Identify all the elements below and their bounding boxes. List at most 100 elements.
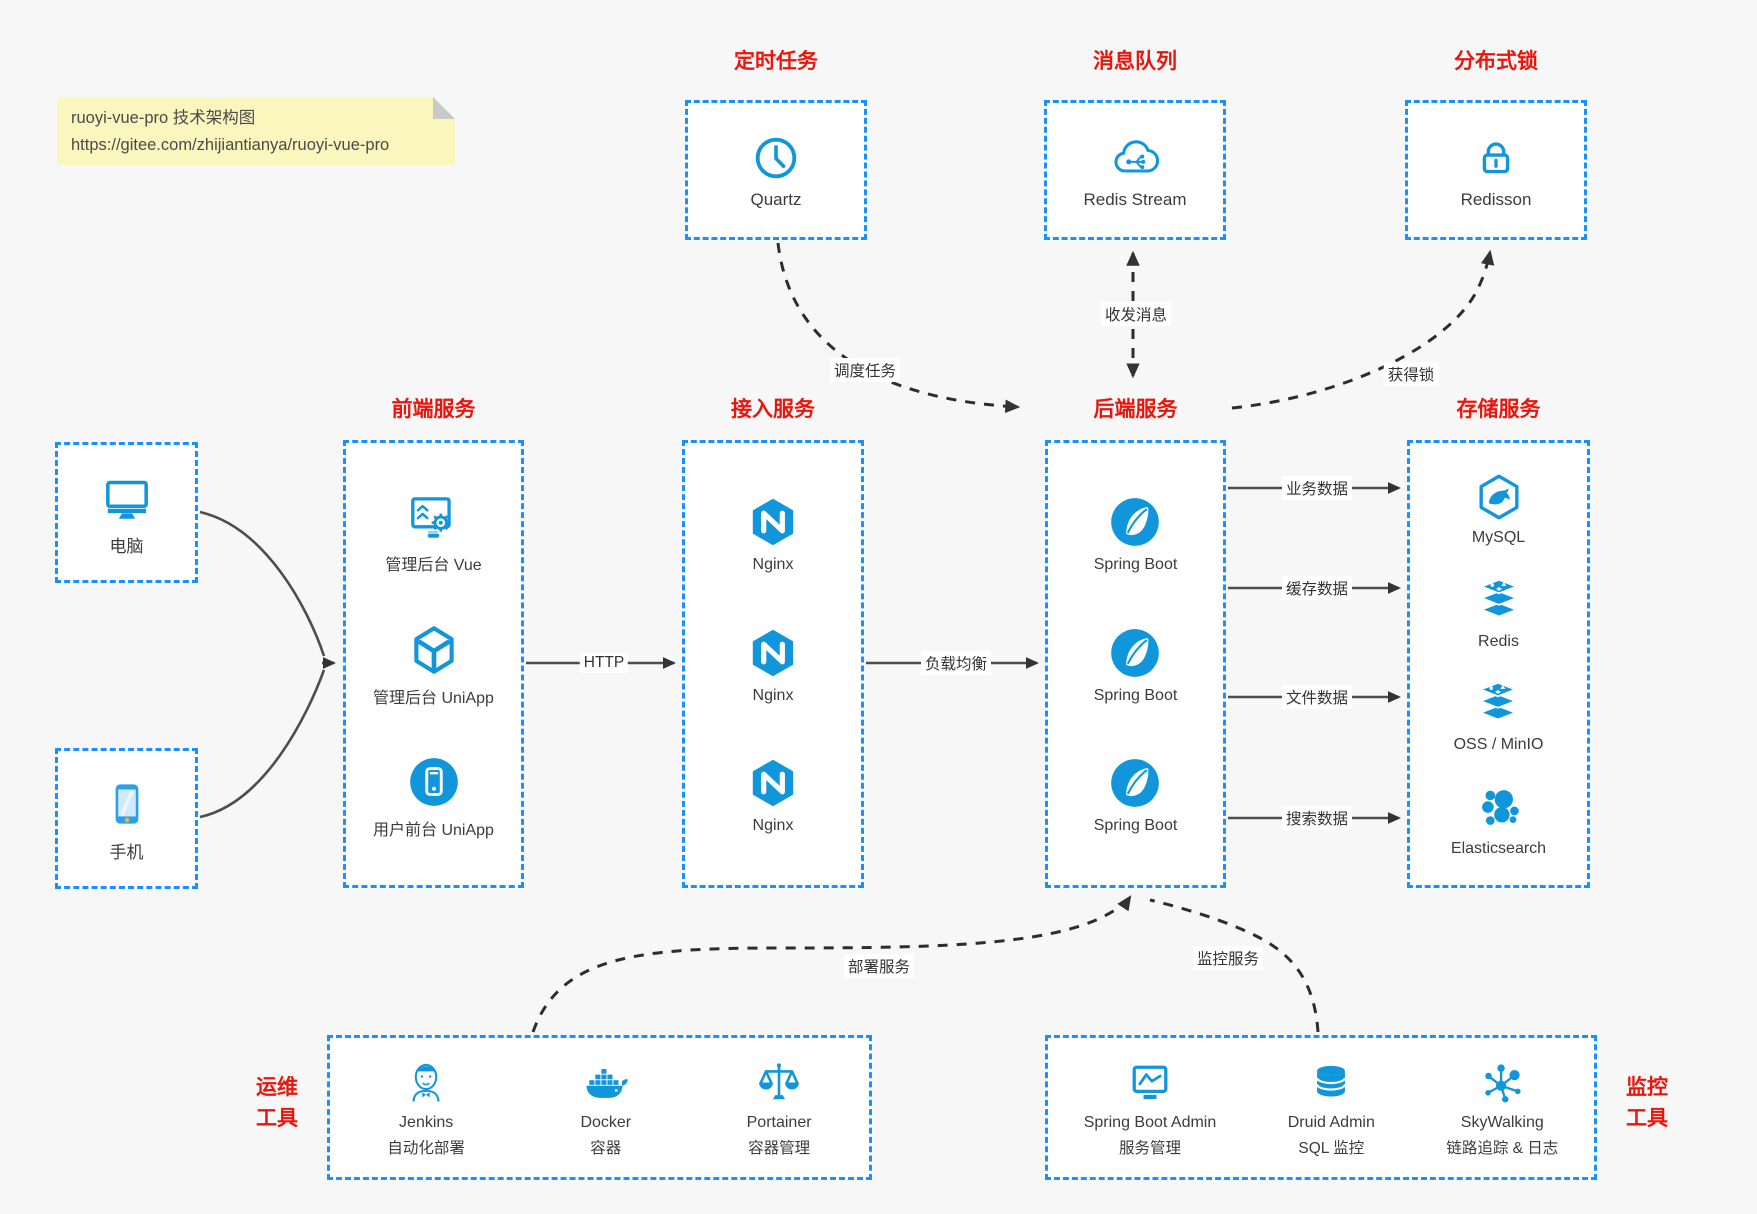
clock-icon	[755, 137, 797, 178]
edge-label-http: HTTP	[579, 653, 629, 673]
group-title-gateway: 接入服务	[731, 398, 815, 421]
spring-boot-icon	[1110, 627, 1161, 678]
group-title-storage: 存储服务	[1456, 398, 1541, 421]
group-title-ops-tools: 运维 工具	[256, 1076, 298, 1130]
cloud-mq-icon	[1114, 139, 1160, 173]
spring-boot-icon	[1110, 758, 1161, 809]
elasticsearch-icon	[1481, 790, 1519, 826]
node-label: Redis	[1478, 632, 1519, 650]
admin-vue-icon	[404, 488, 462, 546]
node-label: 电脑	[109, 536, 144, 556]
node-pc: 电脑	[98, 469, 156, 557]
edge-label-file-data: 文件数据	[1281, 685, 1353, 709]
node-nginx-3: Nginx	[744, 754, 802, 835]
edge-lock	[1231, 249, 1495, 410]
jenkins-icon	[412, 1063, 440, 1103]
node-label: Spring Boot	[1093, 686, 1178, 704]
mysql-icon	[1478, 474, 1519, 520]
node-skywalking: SkyWalking 链路追踪 & 日志	[1446, 1057, 1558, 1158]
node-phone: 手机	[98, 775, 156, 863]
node-admin-vue: 管理后台 Vue	[385, 488, 482, 575]
smartphone-icon	[113, 782, 140, 825]
node-sublabel: SQL 监控	[1298, 1140, 1365, 1157]
node-sublabel: 服务管理	[1118, 1140, 1181, 1157]
node-sublabel: 容器管理	[748, 1140, 811, 1157]
node-label: Portainer	[746, 1114, 812, 1131]
edge-schedule	[776, 242, 1021, 414]
node-redisson: Redisson	[1460, 131, 1532, 210]
node-oss-minio: OSS / MinIO	[1453, 677, 1544, 754]
node-label: 用户前台 UniApp	[373, 821, 494, 839]
node-label: Nginx	[752, 817, 794, 835]
oss-icon	[1480, 682, 1517, 721]
group-title-distributed-lock: 分布式锁	[1454, 50, 1538, 73]
sticky-note: ruoyi-vue-pro 技术架构图 https://gitee.com/zh…	[57, 97, 455, 165]
node-label: Spring Boot	[1093, 555, 1178, 573]
group-box-quartz: Quartz	[685, 100, 867, 240]
group-title-frontend: 前端服务	[391, 398, 476, 421]
node-nginx-2: Nginx	[744, 624, 802, 705]
node-druid-admin: Druid Admin SQL 监控	[1288, 1057, 1375, 1158]
node-spring-boot-2: Spring Boot	[1093, 624, 1178, 705]
edge-label-cache-data: 缓存数据	[1281, 576, 1353, 600]
note-title: ruoyi-vue-pro 技术架构图	[71, 109, 256, 127]
node-admin-uniapp: 管理后台 UniApp	[373, 621, 494, 708]
node-redis: Redis	[1472, 574, 1526, 651]
group-box-ops-tools: Jenkins 自动化部署 Docker 容器 Portainer 容器管理	[327, 1035, 872, 1180]
node-sublabel: 链路追踪 & 日志	[1446, 1140, 1559, 1157]
group-title-message-queue: 消息队列	[1093, 50, 1177, 73]
node-label: Nginx	[752, 555, 794, 573]
edge-deploy	[531, 895, 1132, 1033]
node-jenkins: Jenkins 自动化部署	[387, 1057, 465, 1158]
lock-icon	[1482, 141, 1510, 173]
edge-pc-to-frontend	[199, 510, 326, 657]
node-label: Redisson	[1460, 189, 1532, 209]
node-label: Redis Stream	[1083, 189, 1187, 209]
group-box-frontend: 管理后台 Vue 管理后台 UniApp 用户前台 UniApp	[343, 440, 524, 888]
edge-label-deploy: 部署服务	[843, 954, 915, 978]
group-box-gateway: Nginx Nginx Nginx	[682, 440, 864, 888]
spring-boot-admin-icon	[1124, 1057, 1176, 1109]
user-app-icon	[408, 756, 459, 808]
node-redis-stream: Redis Stream	[1083, 131, 1187, 210]
docker-icon	[586, 1069, 628, 1098]
edge-label-business-data: 业务数据	[1281, 476, 1353, 500]
node-label: Spring Boot	[1093, 817, 1178, 835]
desktop-icon	[98, 469, 156, 527]
node-sublabel: 容器	[590, 1140, 622, 1157]
group-box-backend: Spring Boot Spring Boot Spring Boot	[1045, 440, 1226, 888]
uniapp-icon	[405, 621, 463, 679]
node-label: 手机	[109, 842, 144, 862]
node-sublabel: 自动化部署	[387, 1140, 465, 1157]
nginx-icon	[744, 624, 802, 682]
note-url: https://gitee.com/zhijiantianya/ruoyi-vu…	[71, 136, 390, 155]
node-docker: Docker 容器	[580, 1057, 632, 1158]
edge-label-load-balance: 负载均衡	[920, 651, 992, 675]
edge-label-search-data: 搜索数据	[1281, 806, 1353, 830]
node-label: 管理后台 Vue	[385, 557, 482, 575]
node-elasticsearch: Elasticsearch	[1451, 781, 1546, 858]
portainer-icon	[757, 1062, 801, 1101]
node-nginx-1: Nginx	[744, 493, 802, 574]
node-label: Jenkins	[399, 1114, 454, 1131]
group-box-redis-stream: Redis Stream	[1044, 100, 1226, 240]
node-label: Spring Boot Admin	[1083, 1114, 1217, 1131]
edge-label-messaging: 收发消息	[1100, 302, 1172, 326]
edge-label-monitor: 监控服务	[1192, 946, 1264, 970]
redis-icon	[1480, 578, 1517, 617]
node-label: Druid Admin	[1287, 1114, 1375, 1131]
nginx-icon	[744, 493, 802, 551]
group-box-monitoring-tools: Spring Boot Admin 服务管理 Druid Admin SQL 监…	[1045, 1035, 1597, 1180]
node-spring-boot-1: Spring Boot	[1093, 493, 1178, 574]
nginx-icon	[744, 754, 802, 812]
node-label: Elasticsearch	[1450, 840, 1547, 858]
skywalking-icon	[1484, 1063, 1523, 1104]
group-title-monitoring-tools: 监控 工具	[1626, 1076, 1668, 1130]
group-title-backend: 后端服务	[1093, 398, 1178, 421]
edge-phone-to-frontend	[199, 669, 326, 819]
node-label: Nginx	[752, 686, 794, 704]
node-mysql: MySQL	[1472, 470, 1526, 547]
node-label: OSS / MinIO	[1453, 736, 1544, 754]
group-box-redisson: Redisson	[1405, 100, 1587, 240]
